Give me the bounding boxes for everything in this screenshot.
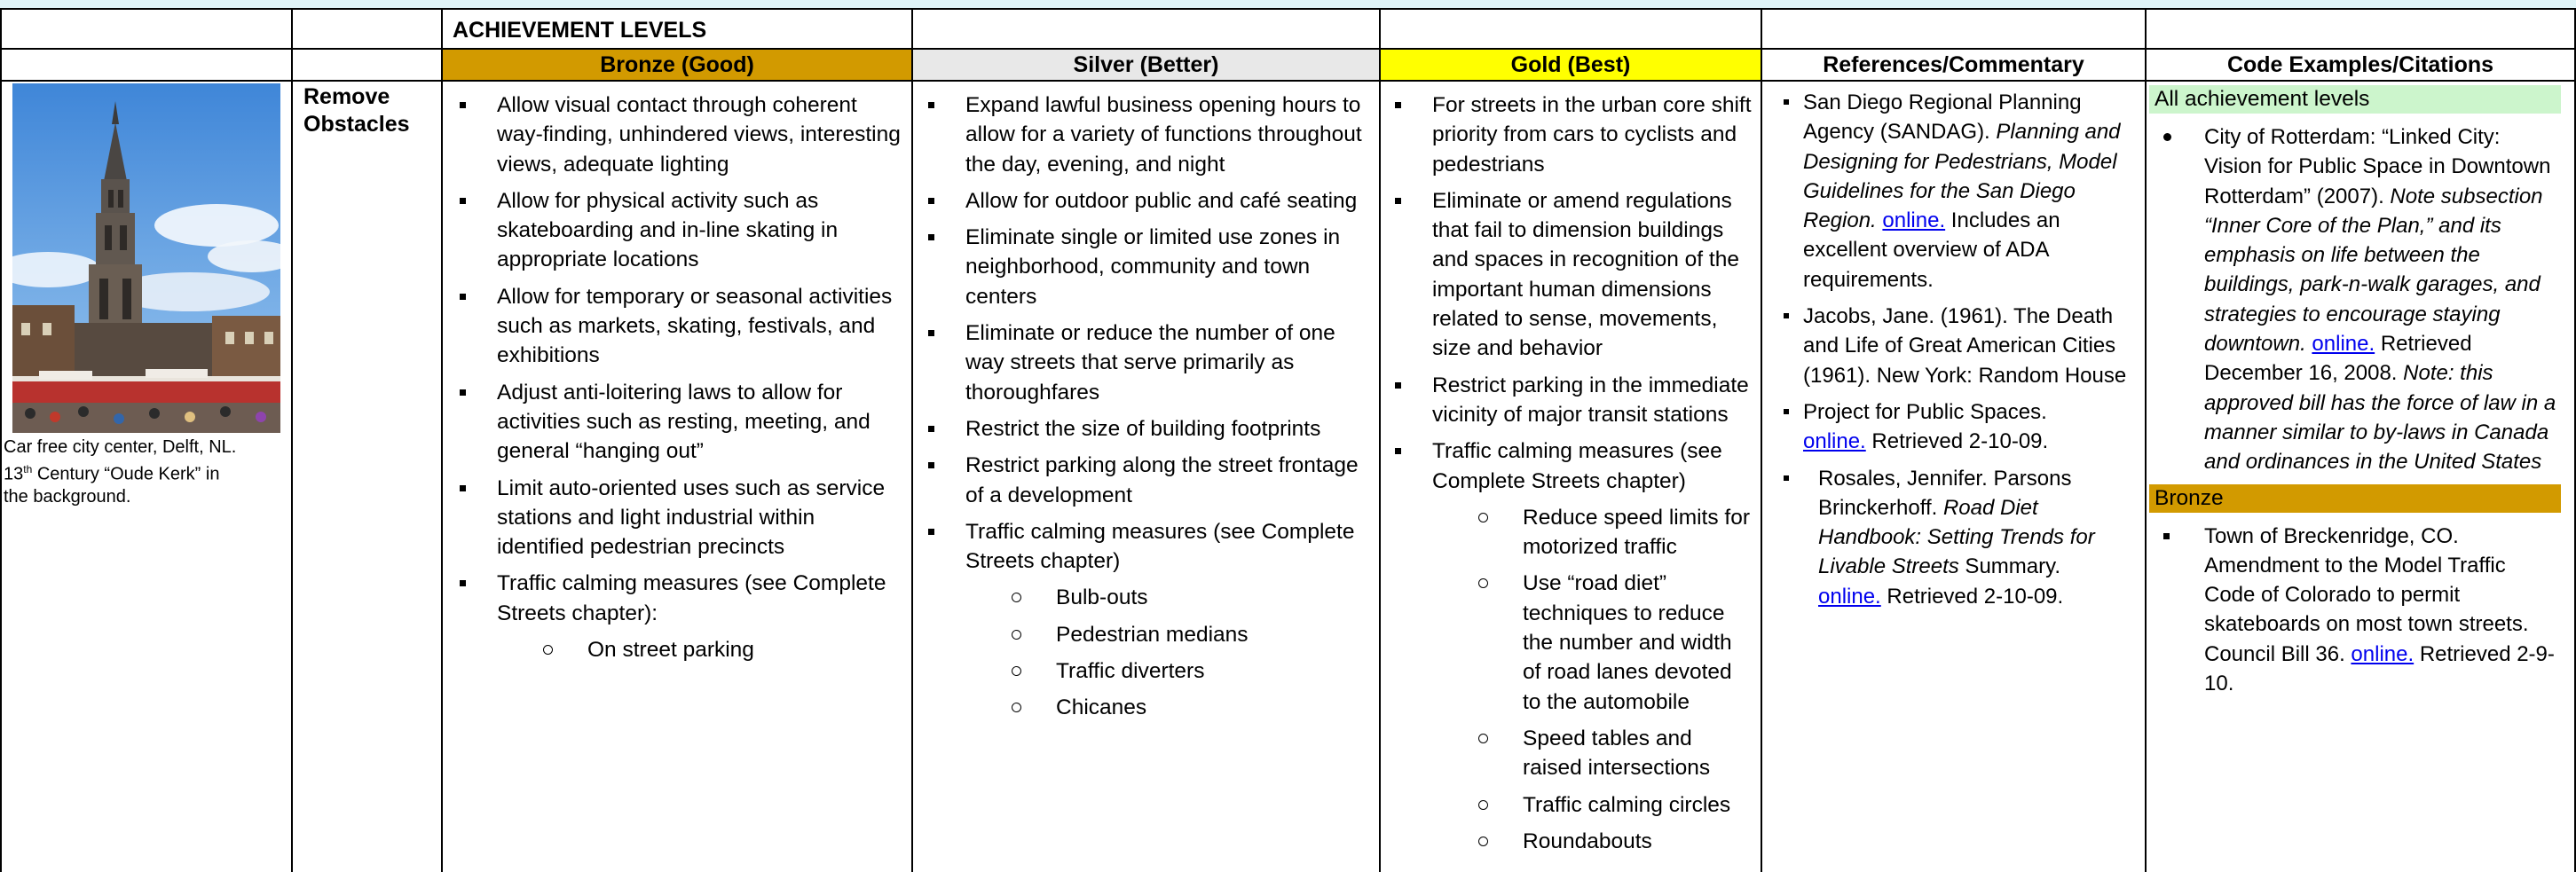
list-item: Allow for physical activity such as skat… [451,186,903,275]
references-list: San Diego Regional Planning Agency (SAND… [1781,88,2139,611]
silver-cell: Expand lawful business opening hours to … [919,90,1374,730]
grid-line [0,10,2,872]
gold-header: Gold (Best) [1381,50,1761,80]
sub-list-item: Traffic diverters [1012,656,1374,686]
citation-item: Town of Breckenridge, CO. Amendment to t… [2149,522,2561,699]
silver-list: Expand lawful business opening hours to … [919,90,1374,723]
list-item: Allow for temporary or seasonal activiti… [451,282,903,371]
bronze-sublist: On street parking [497,635,903,664]
online-link[interactable]: online. [1818,584,1881,609]
list-item: Traffic calming measures (see Complete S… [1386,436,1755,856]
all-levels-list: City of Rotterdam: “Linked City: Vision … [2149,122,2561,477]
list-item: Restrict the size of building footprints [919,414,1374,444]
list-item: Traffic calming measures (see Complete S… [451,569,903,664]
list-item: Allow visual contact through coherent wa… [451,90,903,179]
list-item: Adjust anti-loitering laws to allow for … [451,378,903,467]
list-item: Restrict parking along the street fronta… [919,451,1374,510]
sub-list-item: Traffic calming circles [1478,790,1755,820]
sub-list-item: Bulb-outs [1012,583,1374,612]
list-item: Eliminate or reduce the number of one wa… [919,318,1374,407]
sub-list-item: Pedestrian medians [1012,620,1374,649]
gold-sublist: Reduce speed limits for motorized traffi… [1432,503,1755,856]
list-item: Limit auto-oriented uses such as service… [451,474,903,562]
references-cell: San Diego Regional Planning Agency (SAND… [1781,88,2139,618]
online-link[interactable]: online. [2312,332,2375,357]
sub-list-item: Reduce speed limits for motorized traffi… [1478,503,1755,562]
reference-item: Rosales, Jennifer. Parsons Brinckerhoff.… [1781,464,2139,611]
citation-item: City of Rotterdam: “Linked City: Vision … [2149,122,2561,477]
row-label: Remove Obstacles [303,84,410,137]
grid-line [441,10,443,872]
top-strip [0,0,2576,10]
bronze-header: Bronze (Good) [443,50,911,80]
online-link[interactable]: online. [2351,641,2415,666]
photo-cell: Car free city center, Delft, NL. 13th Ce… [4,83,283,508]
sub-list-item: Speed tables and raised intersections [1478,724,1755,783]
code-header: Code Examples/Citations [2226,52,2494,77]
achievement-levels-heading: ACHIEVEMENT LEVELS [453,18,707,43]
gold-list: For streets in the urban core shift prio… [1386,90,1755,856]
list-item: Expand lawful business opening hours to … [919,90,1374,179]
grid-line [0,48,2576,50]
bronze-citation-list: Town of Breckenridge, CO. Amendment to t… [2149,522,2561,699]
silver-header: Silver (Better) [913,50,1379,80]
sub-list-item: Chicanes [1012,693,1374,722]
list-item: Allow for outdoor public and café seatin… [919,186,1374,216]
reference-item: Jacobs, Jane. (1961). The Death and Life… [1781,302,2139,390]
bronze-list: Allow visual contact through coherent wa… [451,90,903,664]
reference-item: San Diego Regional Planning Agency (SAND… [1781,88,2139,295]
code-cell: All achievement levels City of Rotterdam… [2149,85,2561,705]
list-item: Eliminate or amend regulations that fail… [1386,186,1755,364]
grid-line [0,80,2576,82]
online-link[interactable]: online. [1803,429,1866,454]
grid-line [1379,10,1381,872]
silver-sublist: Bulb-outs Pedestrian medians Traffic div… [965,583,1374,722]
list-item: Restrict parking in the immediate vicini… [1386,371,1755,430]
references-header: References/Commentary [1823,52,2084,77]
list-item: Eliminate single or limited use zones in… [919,223,1374,311]
bronze-cell: Allow visual contact through coherent wa… [451,90,903,672]
photo-caption: Car free city center, Delft, NL. 13th Ce… [4,437,237,507]
online-link[interactable]: online. [1882,208,1946,233]
grid-line [2145,10,2147,872]
reference-item: Project for Public Spaces. online. Retri… [1781,397,2139,457]
grid-line [911,10,913,872]
list-item: Traffic calming measures (see Complete S… [919,517,1374,723]
grid-line [291,10,293,872]
sub-list-item: On street parking [543,635,903,664]
grid-line [2574,10,2576,872]
sub-list-item: Use “road diet” techniques to reduce the… [1478,569,1755,716]
sub-list-item: Roundabouts [1478,827,1755,856]
delft-church-photo [12,83,280,433]
gold-cell: For streets in the urban core shift prio… [1386,90,1755,863]
list-item: For streets in the urban core shift prio… [1386,90,1755,179]
all-levels-band: All achievement levels [2149,85,2561,114]
grid-line [1761,10,1762,872]
bronze-band: Bronze [2149,483,2561,513]
